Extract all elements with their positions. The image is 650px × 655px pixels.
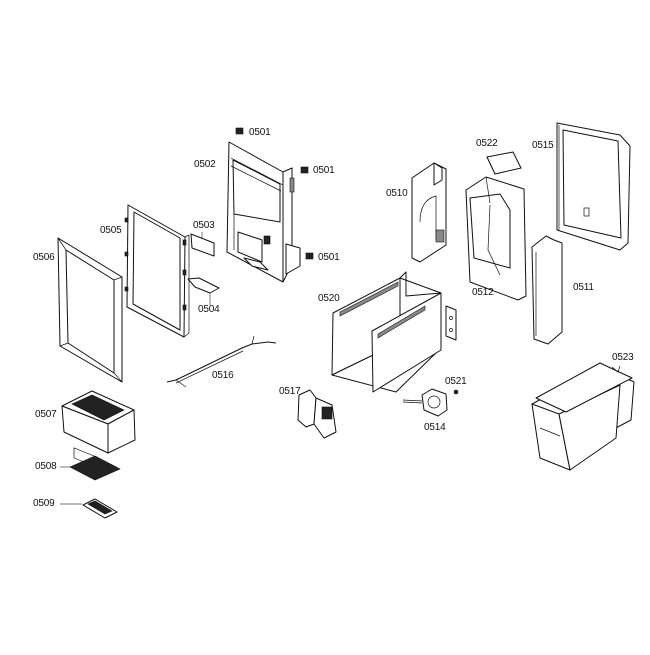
part-0510-duct-cover [411, 162, 447, 263]
part-0517-solenoid [297, 389, 337, 439]
label-0511: 0511 [573, 282, 594, 293]
part-0502-dispenser-housing [226, 141, 301, 283]
label-0504: 0504 [198, 304, 220, 315]
label-0502: 0502 [194, 159, 216, 170]
part-0521-screw [453, 389, 459, 395]
label-0510: 0510 [386, 188, 408, 199]
part-0506-outer-frame [57, 237, 123, 383]
part-0522-chute-flap [486, 151, 522, 175]
part-0508-grille [60, 455, 121, 481]
label-0505: 0505 [100, 225, 122, 236]
part-0520-enclosure [331, 271, 457, 393]
part-0503-cover-plate [190, 232, 215, 257]
label-0521: 0521 [445, 376, 467, 387]
label-0516: 0516 [212, 370, 234, 381]
label-0514: 0514 [424, 422, 446, 433]
part-0505-inner-frame [124, 204, 190, 338]
part-0523-ice-bucket [531, 362, 635, 471]
label-0517: 0517 [279, 386, 301, 397]
label-0523: 0523 [612, 352, 634, 363]
label-0512: 0512 [472, 287, 494, 298]
label-0509: 0509 [33, 498, 55, 509]
label-0503: 0503 [193, 220, 215, 231]
label-0501-bottom: 0501 [318, 252, 340, 263]
label-0515: 0515 [532, 140, 554, 151]
part-0516-cable [166, 335, 277, 388]
label-0508: 0508 [35, 461, 57, 472]
label-0507: 0507 [35, 409, 57, 420]
part-0507-drip-tray [61, 390, 136, 468]
part-0512-chute-housing [465, 176, 527, 301]
part-0501-clip [235, 127, 314, 260]
label-0501-mid: 0501 [313, 165, 335, 176]
part-0515-door-frame [556, 122, 631, 251]
label-0506: 0506 [33, 252, 55, 263]
label-0520: 0520 [318, 293, 340, 304]
label-0522: 0522 [476, 138, 498, 149]
part-0514-fan-motor [402, 388, 448, 417]
part-0509-small-grille [60, 498, 118, 519]
part-0504-insert [187, 277, 220, 305]
label-0501-top: 0501 [249, 127, 271, 138]
part-0511-side-panel [531, 235, 563, 345]
